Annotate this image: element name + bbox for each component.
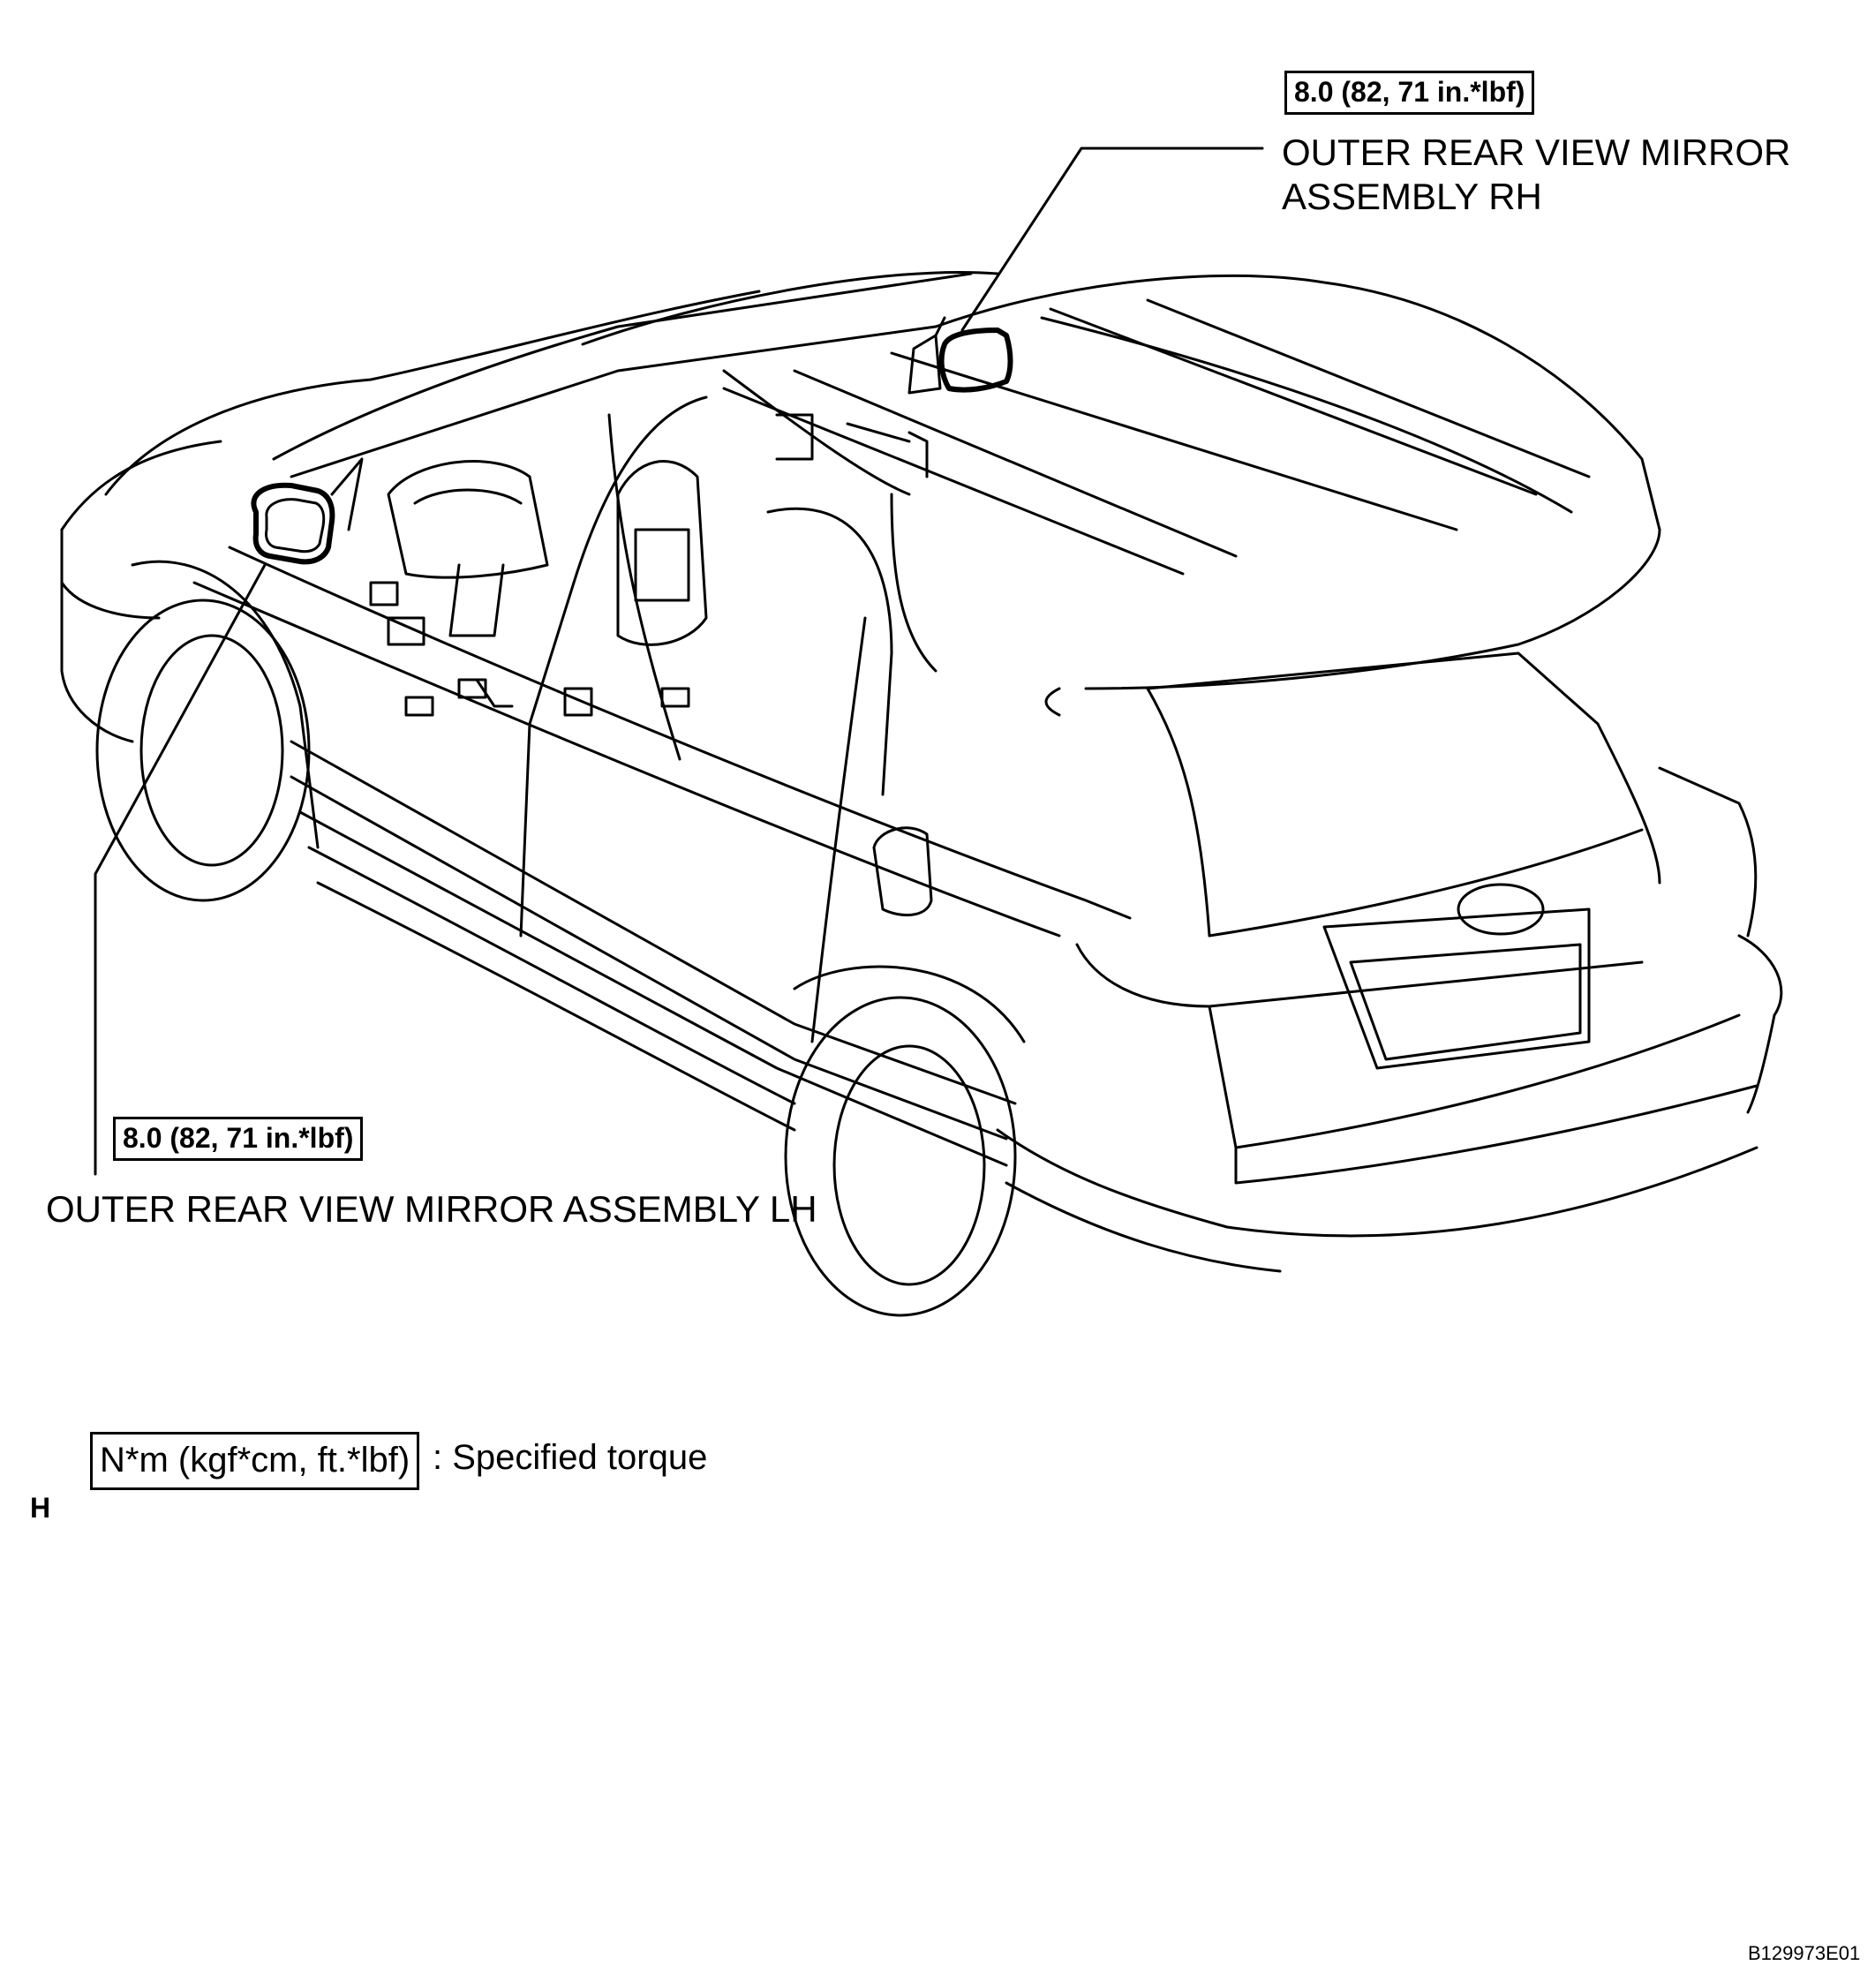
figure-code: B129973E01	[1748, 1942, 1861, 1964]
legend-description: : Specified torque	[433, 1438, 708, 1477]
vehicle-body	[60, 270, 1783, 1273]
leader-line-lh	[94, 563, 267, 1176]
leader-line-rh	[960, 147, 1264, 332]
part-label-lh: OUTER REAR VIEW MIRROR ASSEMBLY LH	[46, 1188, 817, 1230]
rear-wheel	[784, 965, 1026, 1317]
part-label-rh-line2: ASSEMBLY RH	[1282, 176, 1542, 217]
mirror-rh	[907, 316, 1013, 395]
front-wheel	[95, 560, 320, 902]
mirror-lh	[251, 457, 364, 565]
part-label-rh-line1: OUTER REAR VIEW MIRROR	[1282, 132, 1791, 173]
vehicle-interior	[369, 369, 929, 796]
torque-box-lh: 8.0 (82, 71 in.*lbf)	[113, 1117, 364, 1161]
torque-box-rh: 8.0 (82, 71 in.*lbf)	[1284, 71, 1535, 115]
leader-lines	[94, 147, 1264, 1176]
corner-letter: H	[30, 1492, 51, 1524]
legend-unit-box: N*m (kgf*cm, ft.*lbf)	[90, 1432, 420, 1490]
